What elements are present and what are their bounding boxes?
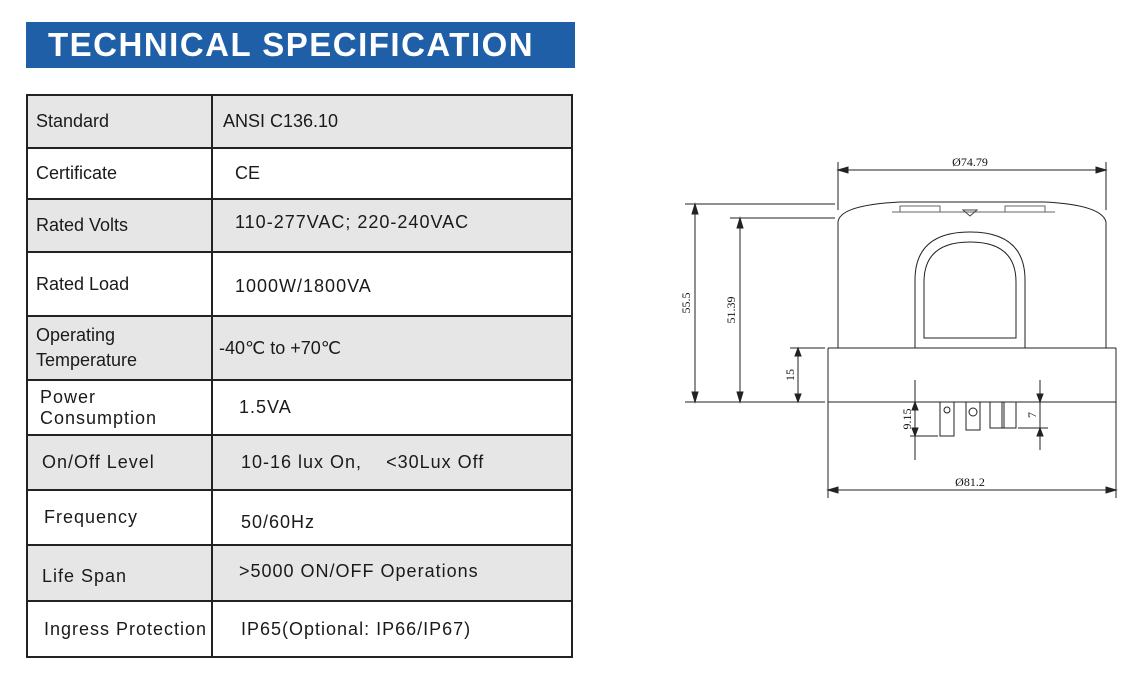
spec-value: 110-277VAC; 220-240VAC [211,198,573,253]
dimension-drawing: Ø74.79 Ø81.2 55.5 51.39 15 9.15 7 [679,155,1118,498]
spec-label: On/Off Level [26,434,213,491]
bottom-diameter-label: Ø81.2 [955,475,985,489]
table-row: Rated Load 1000W/1800VA [26,251,573,317]
spec-label: Power Consumption [26,379,213,436]
spec-label: Operating Temperature [26,315,213,381]
table-row: Frequency 50/60Hz [26,489,573,546]
spec-label: Ingress Protection [26,600,213,658]
spec-value: 1000W/1800VA [211,251,573,317]
total-height-label: 55.5 [679,293,693,314]
prong-offset-label: 7 [1025,412,1039,418]
body-height-label: 51.39 [724,297,738,324]
base-height-label: 15 [783,369,797,381]
table-row: Rated Volts 110-277VAC; 220-240VAC [26,198,573,253]
spec-value: ANSI C136.10 [211,94,573,149]
spec-table: Standard ANSI C136.10 Certificate CE Rat… [26,94,573,658]
table-row: On/Off Level 10-16 lux On, <30Lux Off [26,434,573,491]
spec-value: 10-16 lux On, <30Lux Off [211,434,573,491]
table-row: Certificate CE [26,147,573,200]
table-row: Ingress Protection IP65(Optional: IP66/I… [26,600,573,658]
spec-value: 50/60Hz [211,489,573,546]
section-title: TECHNICAL SPECIFICATION [26,22,575,68]
spec-value: >5000 ON/OFF Operations [211,544,573,602]
spec-value: IP65(Optional: IP66/IP67) [211,600,573,658]
spec-value: CE [211,147,573,200]
spec-label: Frequency [26,489,213,546]
spec-label: Life Span [26,544,213,602]
spec-value: 1.5VA [211,379,573,436]
spec-label: Certificate [26,147,213,200]
top-diameter-label: Ø74.79 [952,155,988,169]
spec-label: Standard [26,94,213,149]
table-row: Standard ANSI C136.10 [26,94,573,149]
prong-length-label: 9.15 [900,409,914,430]
table-row: Power Consumption 1.5VA [26,379,573,436]
spec-label: Rated Volts [26,198,213,253]
table-row: Operating Temperature -40℃ to +70℃ [26,315,573,381]
spec-label: Rated Load [26,251,213,317]
table-row: Life Span >5000 ON/OFF Operations [26,544,573,602]
spec-value: -40℃ to +70℃ [211,315,573,381]
